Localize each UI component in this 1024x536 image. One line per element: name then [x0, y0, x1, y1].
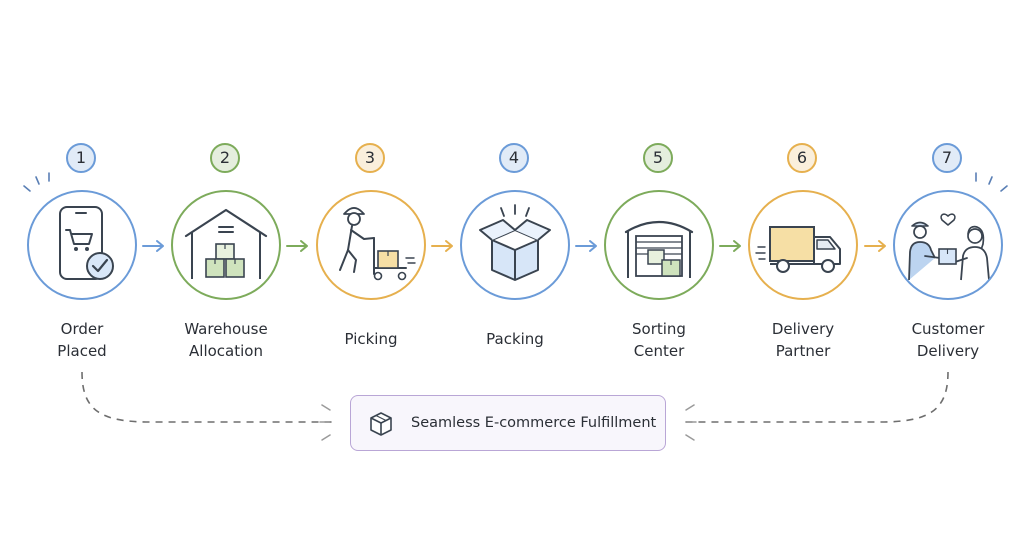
step-icon-circle [27, 190, 137, 300]
summary-box: Seamless E-commerce Fulfillment [350, 395, 666, 451]
step-label: Warehouse Allocation [184, 320, 268, 360]
delivery-truck-icon [755, 226, 841, 273]
step-label: Order Placed [57, 320, 107, 360]
step-number-badge: 5 [643, 143, 673, 173]
sparkle-marks-left [23, 172, 50, 192]
step-label: Picking [344, 330, 398, 348]
sorting-center-icon [624, 221, 694, 278]
step-icon-circle [604, 190, 714, 300]
package-cube-icon [370, 412, 392, 436]
step-icon-circle [316, 190, 426, 300]
open-box-icon [479, 204, 551, 281]
step-icon-circle [171, 190, 281, 300]
step-label: Sorting Center [632, 320, 686, 360]
arrow-right-icon [864, 240, 886, 252]
dashed-connector-right [684, 371, 949, 423]
step-label: Delivery Partner [771, 320, 835, 360]
arrow-right-icon [575, 240, 597, 252]
handover-icon [908, 213, 990, 281]
step-number-badge: 3 [355, 143, 385, 173]
arrow-right-icon [286, 240, 308, 252]
step-number-badge: 4 [499, 143, 529, 173]
summary-accent-marks [319, 404, 697, 441]
arrow-right-icon [431, 240, 453, 252]
smartphone-cart-icon [59, 206, 114, 280]
step-label: Packing [486, 330, 544, 348]
summary-text: Seamless E-commerce Fulfillment [411, 415, 657, 431]
worker-cart-icon [339, 207, 416, 281]
step-number-badge: 1 [66, 143, 96, 173]
step-icon-circle [893, 190, 1003, 300]
step-icon-circle [748, 190, 858, 300]
step-number-badge: 2 [210, 143, 240, 173]
step-icon-circle [460, 190, 570, 300]
arrow-right-icon [719, 240, 741, 252]
step-label: Customer Delivery [911, 320, 985, 360]
warehouse-icon [184, 208, 268, 279]
step-number-badge: 7 [932, 143, 962, 173]
arrow-right-icon [142, 240, 164, 252]
step-number-badge: 6 [787, 143, 817, 173]
sparkle-marks-right [975, 172, 1008, 192]
dashed-connector-left [81, 371, 332, 423]
